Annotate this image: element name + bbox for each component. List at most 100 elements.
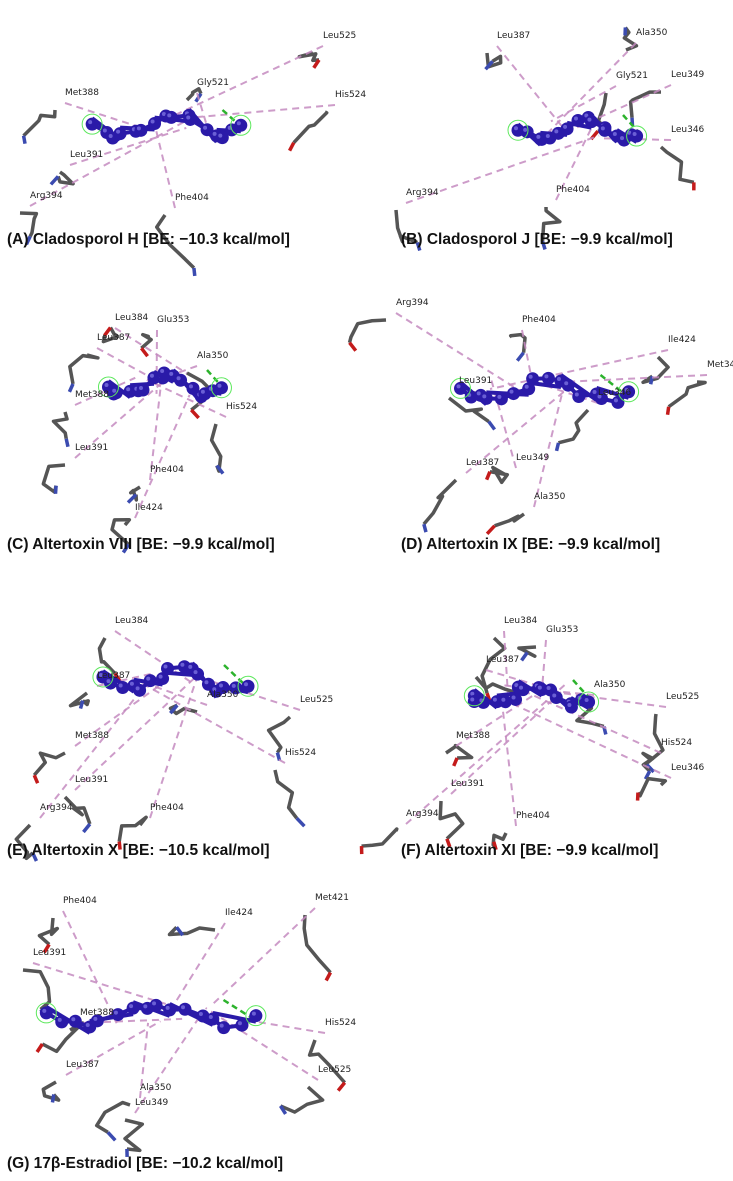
- residue-leu387: [41, 1020, 161, 1103]
- interaction-line: [153, 121, 176, 209]
- atom-highlight: [129, 1004, 134, 1009]
- ligand: [97, 366, 232, 404]
- ligand-atom: [85, 117, 99, 131]
- residue-stick: [154, 214, 196, 270]
- residue-stick: [97, 637, 117, 675]
- atom-highlight: [98, 672, 103, 677]
- interaction-line: [568, 374, 708, 383]
- atom-highlight: [524, 384, 529, 389]
- interaction-line: [490, 380, 517, 469]
- atom-highlight: [587, 117, 592, 122]
- residue-label: Ile424: [225, 908, 253, 918]
- atom-highlight: [509, 389, 514, 394]
- ligand-atom: [249, 1009, 263, 1023]
- interaction-line: [544, 42, 637, 136]
- residue-atom-stick: [50, 1094, 56, 1103]
- ligand-atom: [39, 1006, 53, 1020]
- hbond-marker: [507, 119, 529, 141]
- residue-stick: [645, 713, 665, 766]
- ligand: [507, 110, 648, 147]
- ligand-atom: [143, 674, 157, 688]
- residue-stick: [101, 326, 120, 344]
- atom-highlight: [57, 1017, 62, 1022]
- ligand-atom: [479, 391, 493, 405]
- residue-label: Leu391: [451, 779, 484, 789]
- atom-highlight: [244, 682, 249, 687]
- caption-a: (A) Cladosporol H [BE: −10.3 kcal/mol]: [7, 231, 290, 248]
- residue-atom-stick: [288, 141, 296, 152]
- residue-atom-stick: [487, 420, 497, 431]
- residue-phe404: [153, 121, 197, 277]
- residue-leu346: [601, 137, 696, 191]
- panel-b: [394, 26, 696, 252]
- atom-highlight: [85, 1022, 90, 1027]
- atom-highlight: [597, 394, 602, 399]
- atom-highlight: [552, 693, 557, 698]
- residue-stick: [68, 691, 90, 708]
- interaction-line: [514, 703, 672, 779]
- residue-atom-stick: [520, 651, 529, 662]
- atom-highlight: [129, 681, 134, 686]
- residue-label: Leu391: [75, 443, 108, 453]
- atom-highlight: [537, 685, 542, 690]
- ligand: [92, 660, 259, 699]
- residue-atom-stick: [324, 971, 332, 982]
- interaction-line: [74, 671, 201, 791]
- residue-atom-stick: [515, 351, 525, 362]
- residue-label: Met388: [75, 390, 109, 400]
- atom-highlight: [218, 133, 223, 138]
- residue-label: Leu525: [323, 31, 356, 41]
- residue-stick: [558, 408, 590, 445]
- residue-atom-stick: [422, 523, 428, 533]
- hydrogen-bond: [599, 374, 627, 396]
- residue-label: Leu384: [115, 313, 149, 323]
- residue-stick: [422, 478, 458, 526]
- atom-highlight: [613, 398, 618, 403]
- residue-label: Phe404: [150, 803, 184, 813]
- ligand-atom: [148, 117, 162, 131]
- residue-stick: [22, 968, 52, 1011]
- hbond-marker: [35, 1002, 57, 1024]
- ligand-atom: [494, 392, 508, 406]
- atom-highlight: [519, 685, 524, 690]
- atom-highlight: [528, 374, 533, 379]
- ligand-atom: [178, 1002, 192, 1016]
- residue-leu349: [123, 1018, 199, 1157]
- atom-highlight: [567, 702, 572, 707]
- ligand-atom: [113, 127, 127, 141]
- residue-phe404: [540, 122, 595, 250]
- residue-atom-stick: [554, 442, 561, 452]
- atom-highlight: [536, 134, 541, 139]
- residue-stick: [489, 465, 509, 485]
- residue-label: Leu387: [497, 31, 530, 41]
- residue-atom-stick: [192, 267, 197, 277]
- atom-highlight: [514, 126, 519, 131]
- interaction-line: [170, 922, 226, 1010]
- atom-highlight: [88, 120, 93, 125]
- residue-atom-stick: [312, 58, 321, 69]
- atom-highlight: [470, 697, 475, 702]
- ligand-atom: [541, 371, 555, 385]
- residue-label: Arg394: [406, 809, 439, 819]
- residue-atom-stick: [189, 408, 200, 420]
- residue-label: Gly521: [197, 78, 229, 88]
- atom-highlight: [198, 1012, 203, 1017]
- atom-highlight: [219, 1023, 224, 1028]
- residue-atom-stick: [540, 240, 547, 250]
- interaction-line: [395, 312, 527, 396]
- residue-label: Leu349: [516, 453, 550, 463]
- atom-highlight: [482, 394, 487, 399]
- residue-stick: [494, 512, 526, 528]
- atom-highlight: [563, 124, 568, 129]
- ligand-atom: [561, 378, 575, 392]
- atom-highlight: [135, 686, 140, 691]
- interaction-line: [114, 327, 191, 377]
- residue-stick: [636, 776, 668, 798]
- residue-label: His524: [226, 402, 257, 412]
- interaction-line: [29, 116, 193, 207]
- atom-highlight: [158, 674, 163, 679]
- atom-highlight: [208, 1015, 213, 1020]
- residue-met388: [51, 376, 136, 448]
- residue-stick: [517, 645, 537, 658]
- residue-label: Leu391: [70, 150, 103, 160]
